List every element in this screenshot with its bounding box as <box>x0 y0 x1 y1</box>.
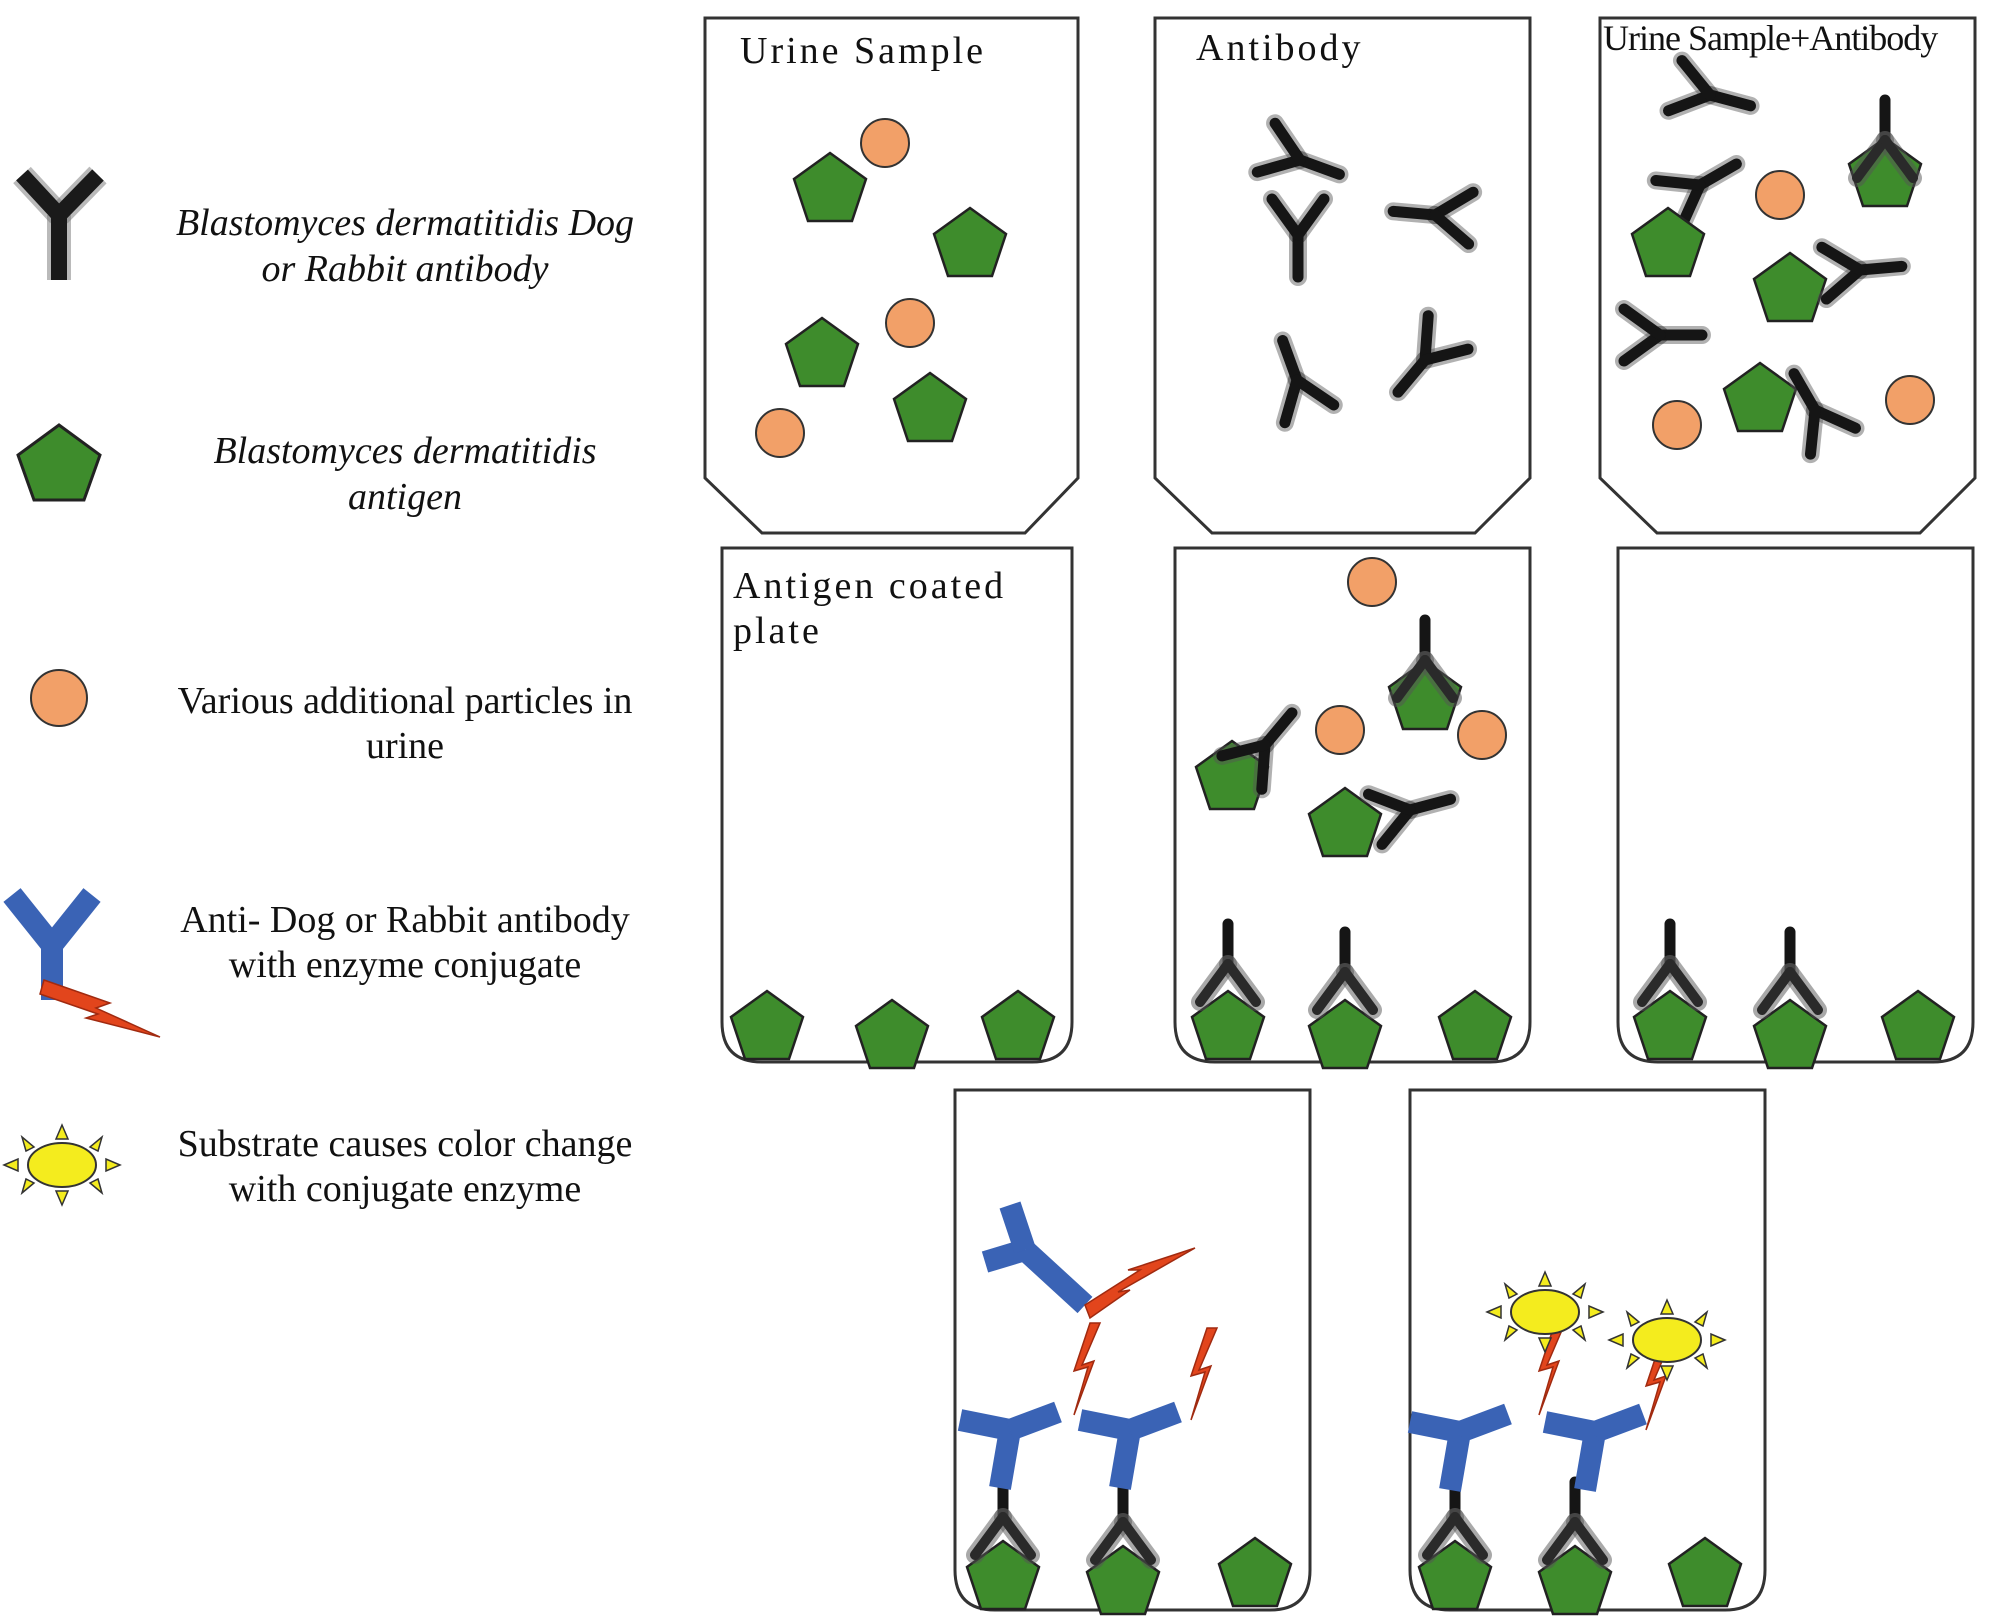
legend-antigen-line2: antigen <box>348 476 462 518</box>
blue-antibody-enzyme-icon <box>3 888 161 1038</box>
tube-label-antibody: Antibody <box>1196 27 1364 69</box>
legend-antibody-line2: or Rabbit antibody <box>261 248 548 290</box>
particle <box>1652 400 1702 450</box>
well-label-line1: Antigen coated <box>733 565 1006 607</box>
yellow-sun-substrate-icon <box>3 1124 121 1206</box>
orange-particle-icon <box>30 669 88 727</box>
tube-urine-sample: Urine Sample <box>703 16 1080 535</box>
tube-label-urine-sample: Urine Sample <box>740 30 986 72</box>
green-pentagon-antigen-icon <box>16 423 102 502</box>
legend-antigen-line1: Blastomyces dermatitidis <box>213 430 596 472</box>
legend-antibody-line1: Blastomyces dermatitidis Dog <box>176 202 634 244</box>
well-antigen-coated-plate: Antigen coated plate <box>720 546 1074 1070</box>
particle <box>1457 710 1507 760</box>
dark-antibody-icon <box>13 166 107 280</box>
particle <box>885 298 935 348</box>
well-label-line2: plate <box>733 610 822 652</box>
well-conjugate-added <box>955 1088 1312 1616</box>
particle <box>1315 705 1365 755</box>
particle <box>755 408 805 458</box>
tube-antibody: Antibody <box>1153 16 1532 535</box>
well-sample-incubation <box>1173 546 1532 1070</box>
legend-conjugate-line2: with enzyme conjugate <box>229 944 581 986</box>
tube-label-urine-plus-antibody: Urine Sample+Antibody <box>1603 18 1938 58</box>
particle <box>1755 170 1805 220</box>
particle <box>860 118 910 168</box>
tube-urine-plus-antibody: Urine Sample+Antibody <box>1598 16 1977 535</box>
well-substrate-reaction <box>1410 1088 1767 1616</box>
legend-conjugate-line1: Anti- Dog or Rabbit antibody <box>180 899 630 941</box>
legend-substrate-line2: with conjugate enzyme <box>229 1168 581 1210</box>
free-conjugate <box>981 1201 1196 1320</box>
particle <box>1347 557 1397 607</box>
legend: Blastomyces dermatitidis Dog or Rabbit a… <box>3 166 634 1210</box>
legend-particles-line1: Various additional particles in <box>178 680 633 722</box>
particle <box>1885 375 1935 425</box>
legend-particles-line2: urine <box>366 725 444 767</box>
well-after-wash <box>1616 546 1975 1070</box>
legend-substrate-line1: Substrate causes color change <box>178 1123 633 1165</box>
